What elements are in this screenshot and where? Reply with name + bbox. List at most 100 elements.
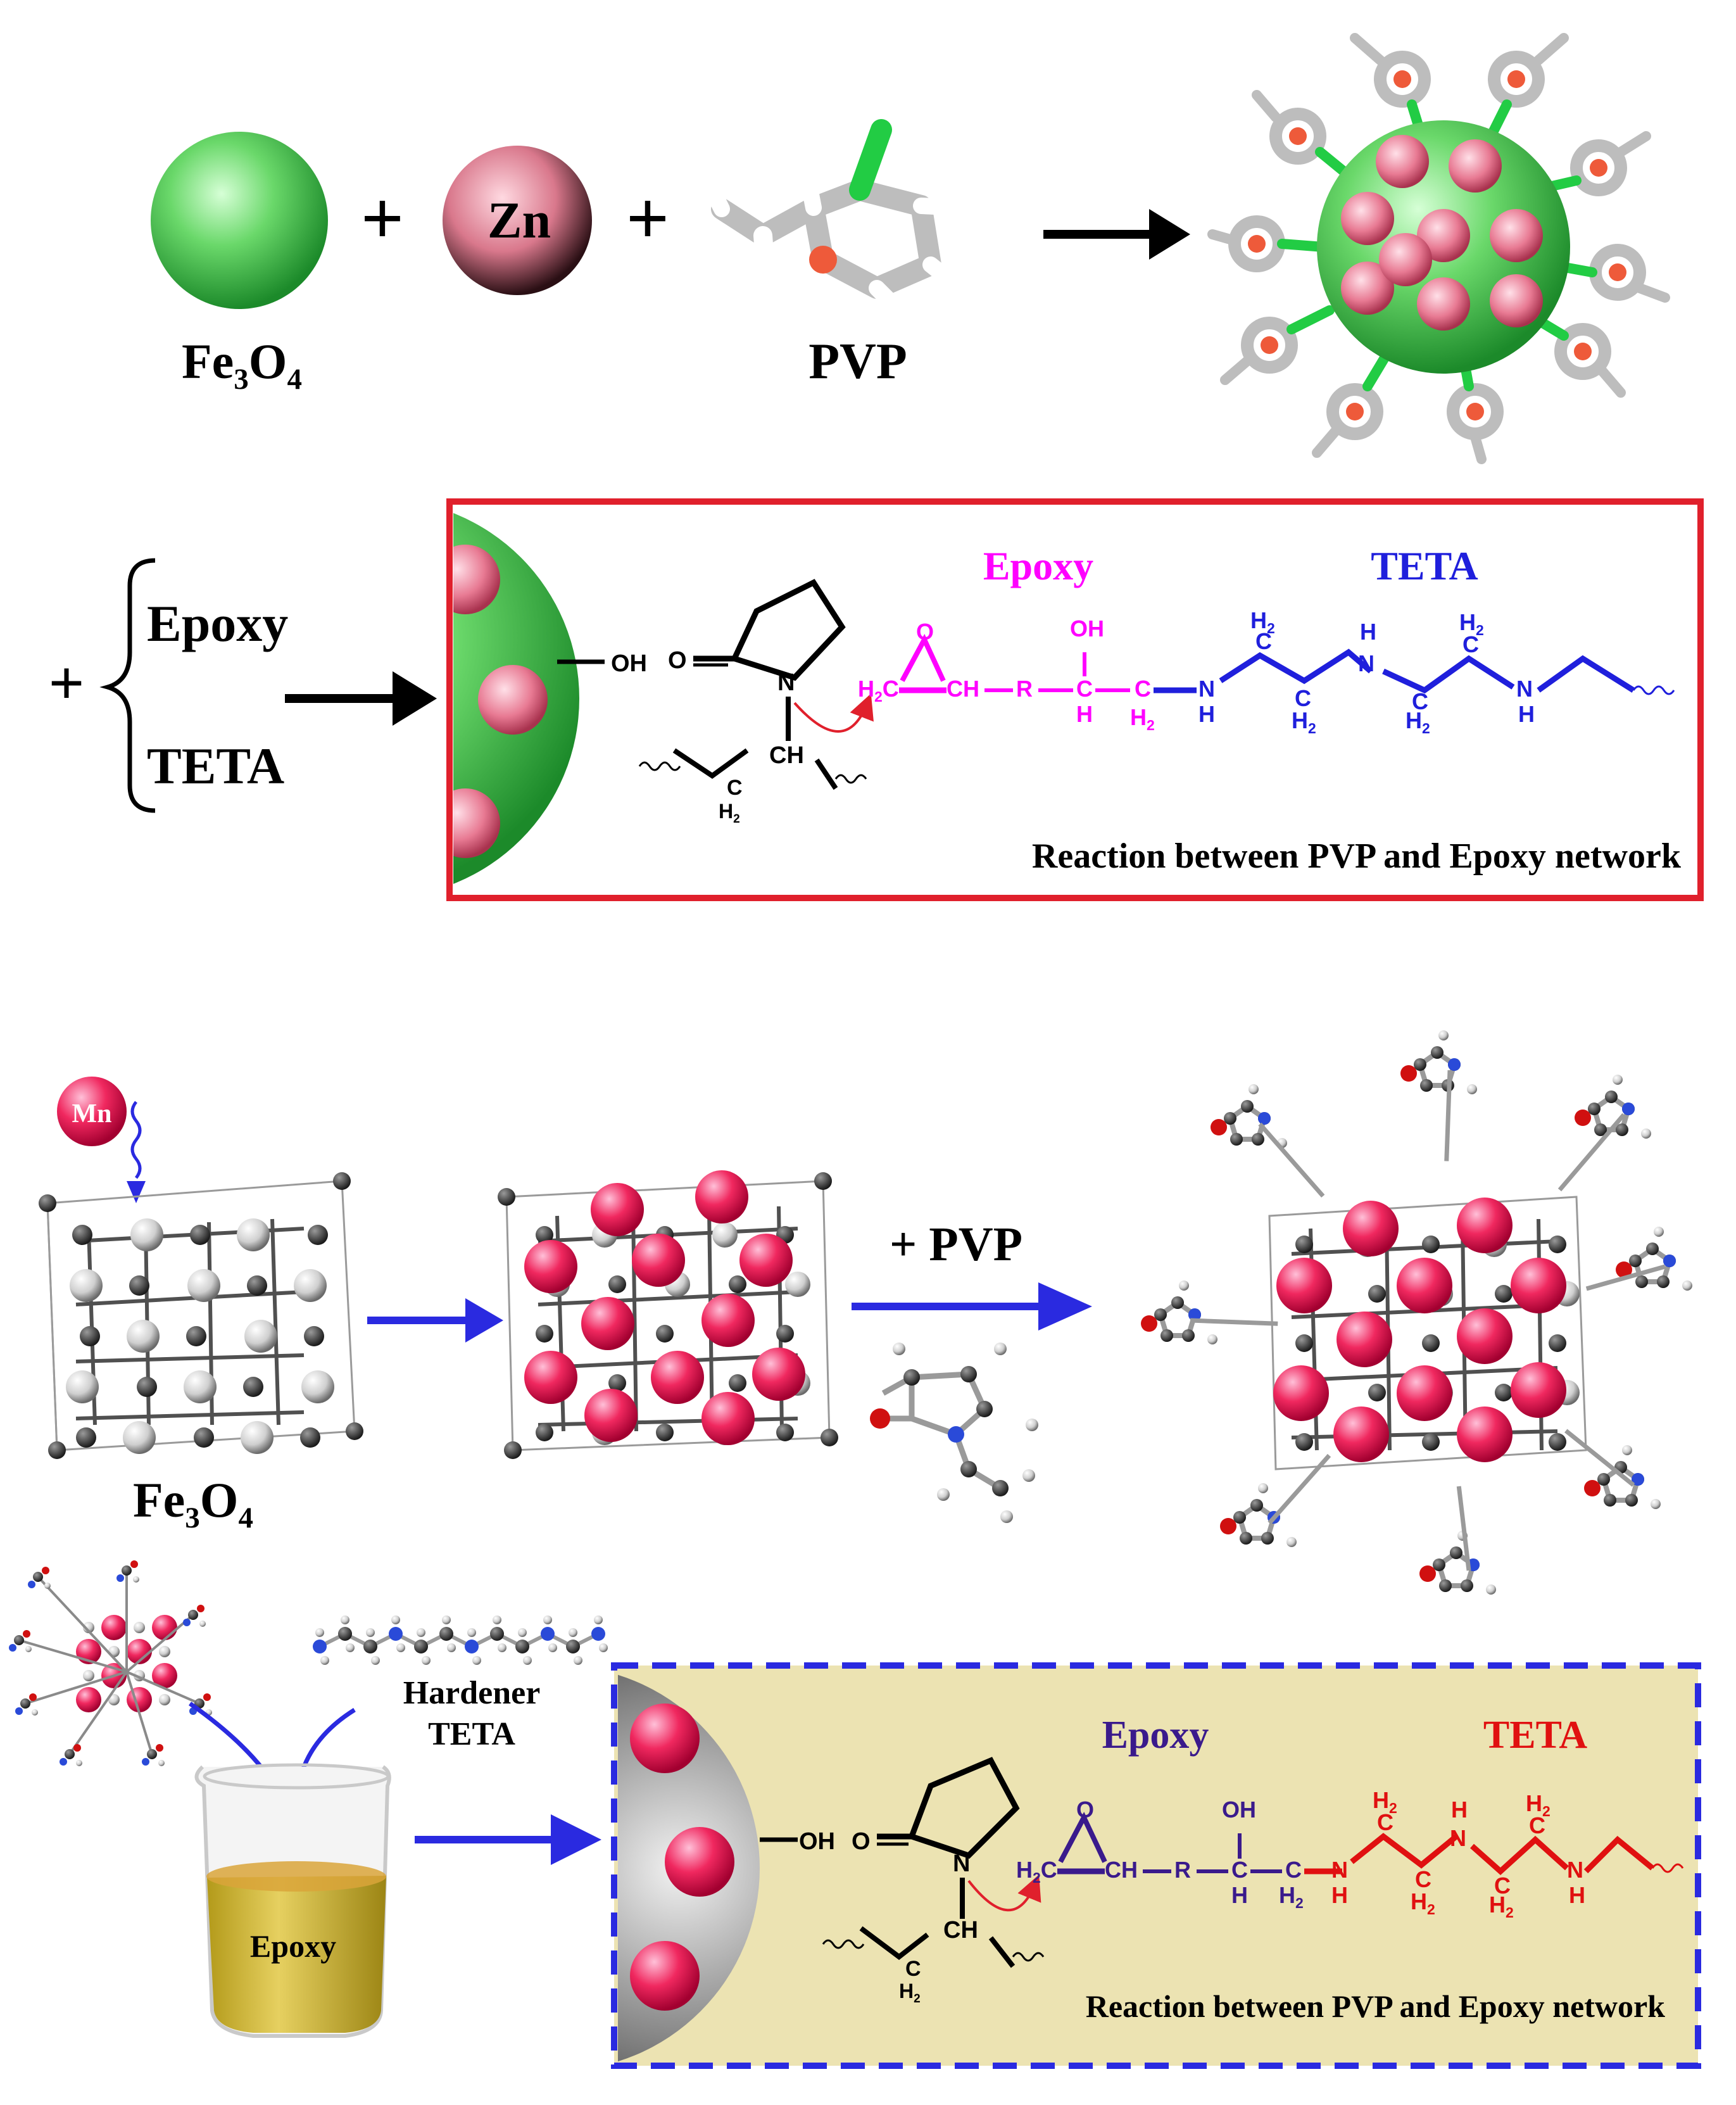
- svg-text:C: C: [1377, 1809, 1393, 1835]
- svg-text:H: H: [1331, 1882, 1348, 1908]
- svg-text:OH: OH: [1222, 1797, 1256, 1823]
- svg-text:CH: CH: [947, 676, 979, 702]
- arrow-blue-2: [852, 1282, 1092, 1331]
- svg-text:C: C: [1415, 1866, 1431, 1892]
- epoxy-heading-bottom: Epoxy: [1102, 1714, 1209, 1757]
- pvp-coated-cluster-icon: [1141, 1030, 1692, 1595]
- svg-text:H2: H2: [1250, 607, 1275, 636]
- svg-text:C: C: [1231, 1857, 1248, 1883]
- reaction-caption-bottom: Reaction between PVP and Epoxy network: [1086, 1988, 1665, 2024]
- hardener-label-line1: Hardener: [403, 1675, 541, 1711]
- svg-text:R: R: [1016, 676, 1033, 702]
- mn-insert-arrow: [127, 1101, 146, 1203]
- arrow-top-1: [1043, 209, 1190, 260]
- hardener-label-line2: TETA: [428, 1716, 515, 1752]
- reaction-panel-top: [446, 498, 1704, 901]
- teta-chain-bottom: TETA N H C H2 C H2 N H C H2 C H2 N H: [1304, 1714, 1684, 1921]
- svg-text:C: C: [1462, 631, 1479, 657]
- svg-text:CH: CH: [943, 1917, 978, 1944]
- svg-text:H2: H2: [719, 800, 740, 826]
- pvp-label-top: PVP: [808, 334, 907, 389]
- svg-text:H: H: [1360, 619, 1376, 645]
- svg-text:O: O: [916, 619, 934, 645]
- svg-text:H2: H2: [1459, 609, 1484, 638]
- epoxy-heading-top: Epoxy: [983, 543, 1093, 588]
- svg-text:H: H: [1231, 1882, 1248, 1908]
- svg-text:H: H: [1076, 701, 1093, 727]
- fe3o4-sphere: [151, 132, 328, 309]
- svg-text:H: H: [1451, 1797, 1468, 1823]
- plus-pvp-label: + PVP: [890, 1218, 1022, 1271]
- brace-epoxy-label: Epoxy: [147, 595, 288, 652]
- reaction-panel-bottom: [611, 1662, 1701, 2069]
- svg-text:H2: H2: [899, 1980, 921, 2006]
- svg-text:OH: OH: [799, 1828, 835, 1855]
- teta-heading-bottom: TETA: [1483, 1714, 1587, 1757]
- svg-text:N: N: [1516, 676, 1533, 702]
- arrow-top-2: [285, 671, 437, 726]
- svg-text:C: C: [1076, 676, 1093, 702]
- brace-teta-label: TETA: [147, 737, 284, 795]
- mn-label: Mn: [72, 1099, 112, 1128]
- svg-text:N: N: [1450, 1825, 1466, 1851]
- small-cluster-icon: [9, 1560, 212, 1766]
- zn-label: Zn: [487, 191, 551, 249]
- svg-text:N: N: [1331, 1857, 1348, 1883]
- svg-text:OH: OH: [611, 650, 647, 677]
- plus-sign-3: +: [49, 648, 85, 718]
- top-chem-structure: OH O N CH C H2: [557, 579, 874, 826]
- coated-nanoparticle-icon: [1207, 33, 1670, 464]
- svg-text:O: O: [668, 647, 687, 674]
- plus-sign-1: +: [361, 176, 404, 260]
- fe3o4-label-bottom: Fe3O4: [133, 1472, 253, 1534]
- mn-doped-lattice-icon: [498, 1170, 838, 1459]
- svg-text:N: N: [1567, 1857, 1583, 1883]
- reaction-caption-top: Reaction between PVP and Epoxy network: [1032, 837, 1682, 876]
- teta-chain-top: TETA N H C H2 C H2 N H C H2 C H2 N H: [1154, 543, 1675, 736]
- arrow-blue-3: [415, 1814, 601, 1865]
- particle-segment-top: [453, 513, 579, 884]
- particle-segment-bottom: [618, 1674, 760, 2062]
- svg-text:N: N: [953, 1850, 970, 1877]
- vinylpyrrolidone-molecule-icon: [870, 1343, 1038, 1523]
- beaker-label: Epoxy: [250, 1928, 336, 1964]
- svg-text:H: H: [1198, 701, 1215, 727]
- pvp-molecule-icon: [701, 119, 996, 331]
- svg-text:C: C: [1529, 1812, 1545, 1838]
- svg-text:N: N: [1358, 650, 1374, 676]
- svg-text:N: N: [1198, 676, 1215, 702]
- svg-text:H: H: [1518, 701, 1535, 727]
- fe3o4-lattice-icon: [39, 1172, 363, 1459]
- svg-text:CH: CH: [769, 742, 804, 769]
- svg-text:O: O: [1076, 1797, 1094, 1823]
- svg-text:CH: CH: [1105, 1857, 1138, 1883]
- teta-hardener-molecule-icon: [313, 1615, 608, 1665]
- svg-text:H2: H2: [1279, 1882, 1304, 1911]
- fe3o4-label-top: Fe3O4: [182, 334, 302, 396]
- svg-text:H2: H2: [1526, 1790, 1550, 1819]
- svg-text:R: R: [1174, 1857, 1191, 1883]
- bottom-chem-structure: OH O N CH C H2: [760, 1757, 1045, 2006]
- svg-text:C: C: [1494, 1873, 1511, 1899]
- brace-icon: [99, 558, 156, 813]
- svg-text:C: C: [905, 1957, 921, 1981]
- svg-text:C: C: [727, 776, 743, 800]
- svg-text:C: C: [1285, 1857, 1302, 1883]
- svg-text:O: O: [852, 1828, 871, 1855]
- svg-text:H: H: [1569, 1882, 1585, 1908]
- zn-sphere: [443, 146, 592, 295]
- epoxy-chain-top: Epoxy H2C O CH R C OH H C H2: [858, 543, 1155, 733]
- svg-text:C: C: [1412, 688, 1428, 714]
- svg-text:H2: H2: [1489, 1892, 1514, 1921]
- svg-text:H2C: H2C: [1016, 1857, 1057, 1886]
- svg-text:H2: H2: [1130, 704, 1155, 733]
- svg-text:H2: H2: [1411, 1888, 1435, 1918]
- svg-text:C: C: [1295, 685, 1311, 711]
- svg-text:H2C: H2C: [858, 676, 899, 705]
- svg-text:C: C: [1255, 628, 1272, 654]
- teta-heading-top: TETA: [1371, 543, 1478, 588]
- svg-text:H2: H2: [1406, 707, 1430, 736]
- mn-sphere: [57, 1077, 127, 1146]
- svg-text:C: C: [1135, 676, 1151, 702]
